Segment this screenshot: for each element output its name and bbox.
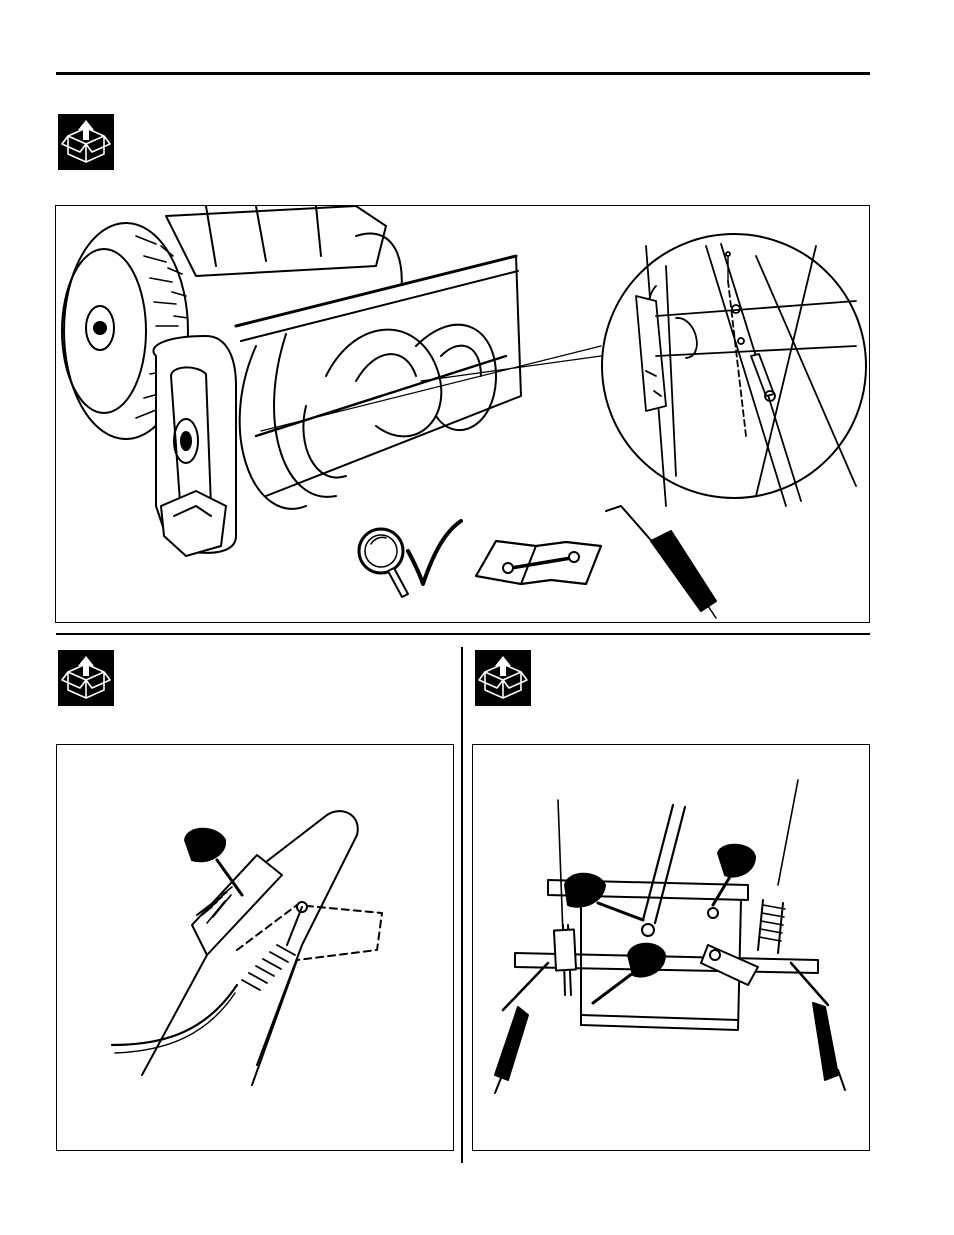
- control-linkage-illustration-panel: [472, 744, 870, 1151]
- control-linkage-illustration: [473, 745, 871, 1152]
- checkmark-icon: [408, 521, 461, 584]
- chute-cable-illustration: [57, 745, 455, 1152]
- grease-funnel-icon: [593, 944, 665, 1003]
- column-divider: [461, 647, 463, 1163]
- chute-cable-illustration-panel: [56, 744, 454, 1151]
- grease-funnel-icon: [185, 829, 242, 895]
- open-box-icon: [58, 650, 114, 706]
- magnifier-icon: [359, 529, 408, 597]
- snow-thrower-illustration-panel: [55, 205, 870, 623]
- section-rule: [56, 633, 870, 635]
- top-rule: [56, 72, 870, 75]
- lubricant-oiler-icon: [606, 506, 716, 618]
- open-manual-with-wrench-icon: [476, 541, 601, 584]
- snow-thrower-auger-illustration: [56, 206, 871, 624]
- open-box-icon: [58, 114, 114, 170]
- open-box-icon: [475, 650, 531, 706]
